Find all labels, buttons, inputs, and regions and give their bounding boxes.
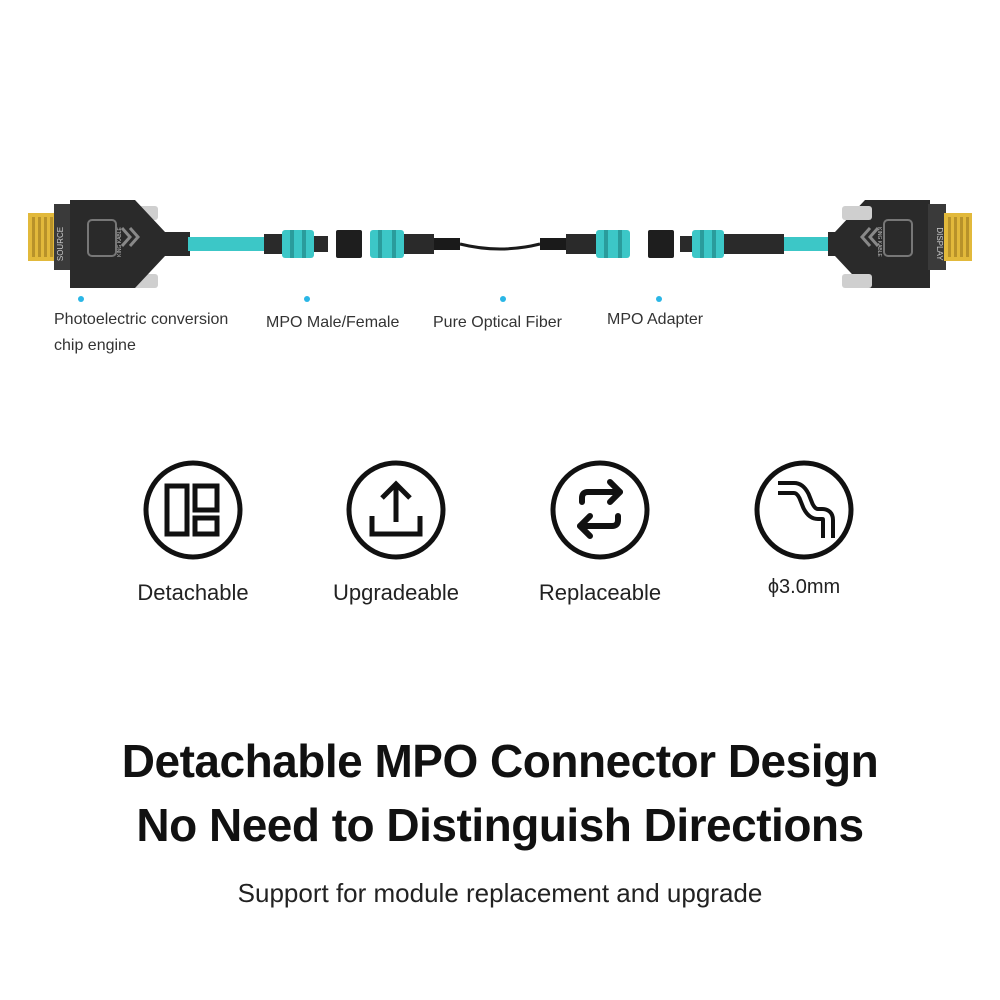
- callout-dot: [656, 296, 662, 302]
- right-dvi-plug: DISPLAY KING KABLE: [828, 200, 972, 288]
- cable-diagram: SOURCE KING KABLE: [28, 200, 972, 288]
- callout-dot: [78, 296, 84, 302]
- left-mpo-female: [370, 230, 460, 258]
- upload-icon: [346, 460, 446, 560]
- callout-mpo-adapter: MPO Adapter: [607, 311, 704, 328]
- feature-replaceable: Replaceable: [500, 458, 700, 606]
- right-mpo-female: [540, 230, 630, 258]
- feature-diameter: ϕ3.0mm: [704, 458, 904, 599]
- feature-upgradeable: Upgradeable: [296, 458, 496, 606]
- callout-pure-optical-fiber: Pure Optical Fiber: [433, 314, 562, 331]
- feature-label: ϕ3.0mm: [767, 576, 841, 598]
- optical-fiber: [459, 242, 541, 251]
- right-mpo-adapter: [648, 230, 674, 258]
- detachable-icon: [143, 460, 243, 560]
- callout-dot: [304, 296, 310, 302]
- left-brand-text: KING KABLE: [117, 226, 123, 256]
- subline: Support for module replacement and upgra…: [237, 878, 763, 908]
- feature-detachable: Detachable: [93, 458, 293, 606]
- left-mpo-adapter: [336, 230, 362, 258]
- headline-line2: No Need to Distinguish Directions: [136, 799, 864, 851]
- right-mpo-male: [680, 230, 784, 258]
- cable-bend-icon: [754, 460, 854, 560]
- left-dvi-plug: SOURCE KING KABLE: [28, 200, 190, 288]
- right-brand-text: KING KABLE: [876, 227, 882, 257]
- callout-photoelectric: Photoelectric conversion chip engine: [54, 311, 229, 354]
- right-plug-text: DISPLAY: [935, 227, 944, 261]
- callout-mpo-male-female: MPO Male/Female: [266, 314, 400, 331]
- headline-line1: Detachable MPO Connector Design: [121, 735, 879, 787]
- left-mpo-male: [264, 230, 328, 258]
- swap-arrows-icon: [550, 460, 650, 560]
- feature-label: Replaceable: [538, 580, 662, 605]
- left-plug-text: SOURCE: [56, 227, 65, 261]
- callout-dot: [500, 296, 506, 302]
- feature-label: Detachable: [137, 580, 249, 605]
- feature-label: Upgradeable: [333, 580, 459, 605]
